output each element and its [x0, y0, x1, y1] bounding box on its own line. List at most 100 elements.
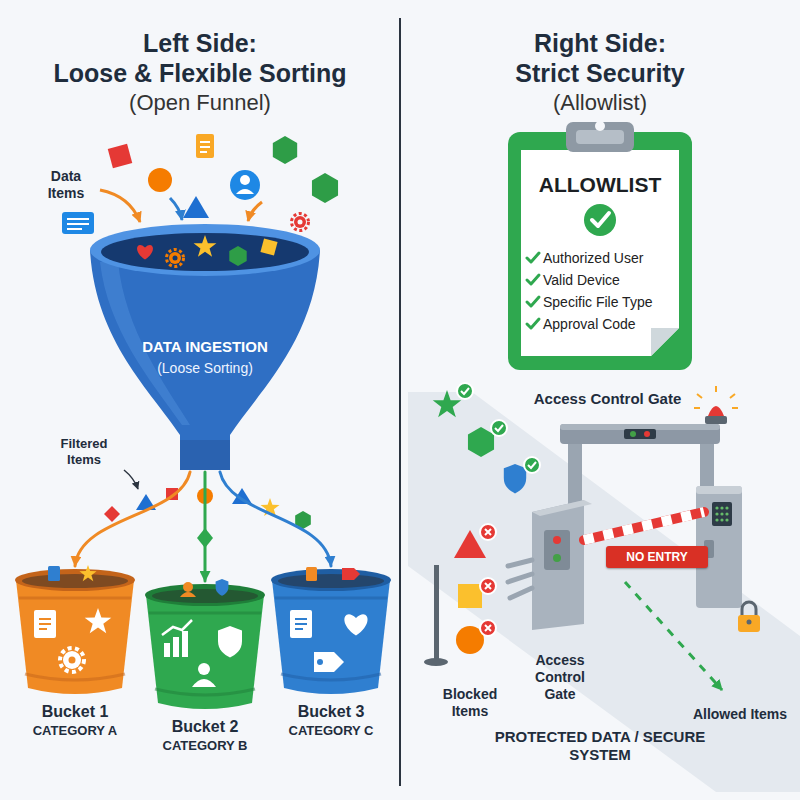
bucket: Bucket 2 CATEGORY B — [142, 581, 268, 761]
bucket-outline-part — [60, 648, 84, 672]
gate-structure — [508, 386, 760, 632]
gate-structure-part — [712, 502, 732, 526]
filtered-items-part — [104, 506, 120, 522]
callout-label-slot: Blocked Items — [432, 686, 508, 720]
data-items-part — [183, 196, 209, 218]
bucket-outline-part — [34, 610, 56, 638]
allowed-items-part — [528, 462, 536, 468]
bucket-outline-part — [162, 620, 192, 635]
bucket-outline-part — [192, 679, 216, 687]
gate-structure-part — [742, 602, 756, 616]
allowlist-clipboard-outline-part — [584, 204, 616, 236]
panel-heading: Right Side: — [410, 28, 790, 58]
panel-heading-slot: Loose & Flexible Sorting — [10, 58, 390, 88]
data-items-part — [196, 134, 214, 158]
gate-structure-part — [708, 406, 724, 416]
funnel-title: DATA INGESTION — [108, 338, 302, 356]
blocked-items-part — [424, 658, 448, 666]
callout-label: Allowed Items — [688, 706, 792, 723]
category-label-slot: CATEGORY B — [142, 738, 268, 754]
data-items-part — [230, 170, 260, 200]
gate-structure-part — [720, 506, 723, 509]
gate-structure-part — [715, 518, 718, 521]
bucket-outline-part — [146, 595, 264, 709]
allowlist-clipboard-outline-part — [576, 130, 624, 144]
clipboard-title: ALLOWLIST — [505, 172, 695, 197]
allowlist-item: Authorized User — [543, 250, 683, 267]
gate-structure-part — [630, 431, 636, 437]
allowlist-clipboard-outline-part — [527, 297, 539, 306]
data-items — [62, 134, 338, 234]
panel-heading: Strict Security — [410, 58, 790, 88]
divider-line — [400, 18, 401, 786]
bucket-outline-part — [182, 631, 188, 657]
blocked-items-part — [485, 625, 491, 631]
sign-text-slot: NO ENTRY — [606, 550, 708, 564]
gate-structure-part — [553, 536, 561, 544]
divider-line-part — [399, 18, 401, 786]
gate-structure-part — [696, 486, 742, 494]
bucket-outline-part — [19, 597, 131, 600]
panel-heading-slot: Right Side: — [410, 28, 790, 58]
data-items-part — [298, 220, 303, 225]
blocked-items-part — [485, 529, 491, 535]
bucket-name: Bucket 2 — [142, 717, 268, 736]
allowlist-item: Valid Device — [543, 272, 683, 289]
bucket-name-slot: Bucket 3 — [268, 702, 394, 721]
bucket-outline-part — [155, 689, 255, 695]
blocked-items — [424, 524, 496, 666]
data-items-part — [292, 214, 309, 231]
allowlist-clipboard-outline-part — [566, 122, 634, 152]
funnel-outline-part — [137, 245, 153, 260]
allowlist-item-slot: Specific File Type — [543, 294, 683, 311]
gate-label-slot: Access Control Gate — [520, 390, 695, 408]
gate-label: Access Control Gate — [520, 390, 695, 408]
allowlist-clipboard-outline-part — [595, 121, 605, 131]
bucket-name: Bucket 3 — [268, 702, 394, 721]
data-items-part — [294, 216, 306, 228]
bucket-name-slot: Bucket 1 — [12, 702, 138, 721]
gate-structure-part — [725, 512, 728, 515]
panel-heading-slot: Strict Security — [410, 58, 790, 88]
blocked-items-part — [458, 584, 482, 608]
bucket-outline-part — [281, 674, 381, 680]
funnel-outline-part — [90, 250, 320, 470]
gate-structure-part — [715, 512, 718, 515]
bucket-name: Bucket 1 — [12, 702, 138, 721]
allowed-items-part — [495, 425, 503, 431]
gate-structure-part — [725, 518, 728, 521]
allowlist-clipboard-outline-part — [592, 213, 609, 226]
allowlist-clipboard: ALLOWLIST Authorized UserValid DeviceSpec… — [505, 120, 695, 375]
bucket-outline-part — [271, 569, 391, 591]
clipboard-title-slot: ALLOWLIST — [505, 172, 695, 197]
allowed-items-part — [524, 457, 540, 473]
leader-arrows-part — [124, 470, 138, 489]
blocked-items-part — [434, 565, 439, 660]
funnel-outline-part — [167, 250, 184, 267]
funnel-outline-part — [194, 235, 217, 257]
bucket-outline-part — [216, 579, 229, 596]
data-items-part — [108, 144, 132, 168]
category-label: CATEGORY C — [268, 723, 394, 739]
allowlist-item-slot: Approval Code — [543, 316, 683, 333]
funnel-subtitle-slot: (Loose Sorting) — [108, 360, 302, 377]
callout-label-slot: Access Control Gate — [521, 652, 599, 702]
callout-label-slot: Data Items — [38, 168, 94, 202]
allowed-items-part — [491, 420, 507, 436]
bucket-outline-part — [272, 580, 390, 694]
bucket-outline-part — [149, 612, 261, 615]
bucket-outline-part — [16, 580, 134, 694]
funnel-outline-part — [169, 252, 181, 264]
bucket-outline-part — [306, 567, 317, 581]
callout-label: Filtered Items — [46, 436, 122, 467]
allowlist-item: Specific File Type — [543, 294, 683, 311]
bucket-outline-part — [25, 674, 125, 680]
funnel-outline-part — [90, 224, 320, 276]
data-items-part — [312, 173, 338, 203]
no-entry-sign: NO ENTRY — [606, 546, 708, 568]
sign-text: NO ENTRY — [606, 550, 708, 564]
data-items-part — [236, 189, 254, 194]
gate-structure-part — [715, 506, 718, 509]
gate-structure-part — [705, 416, 727, 424]
